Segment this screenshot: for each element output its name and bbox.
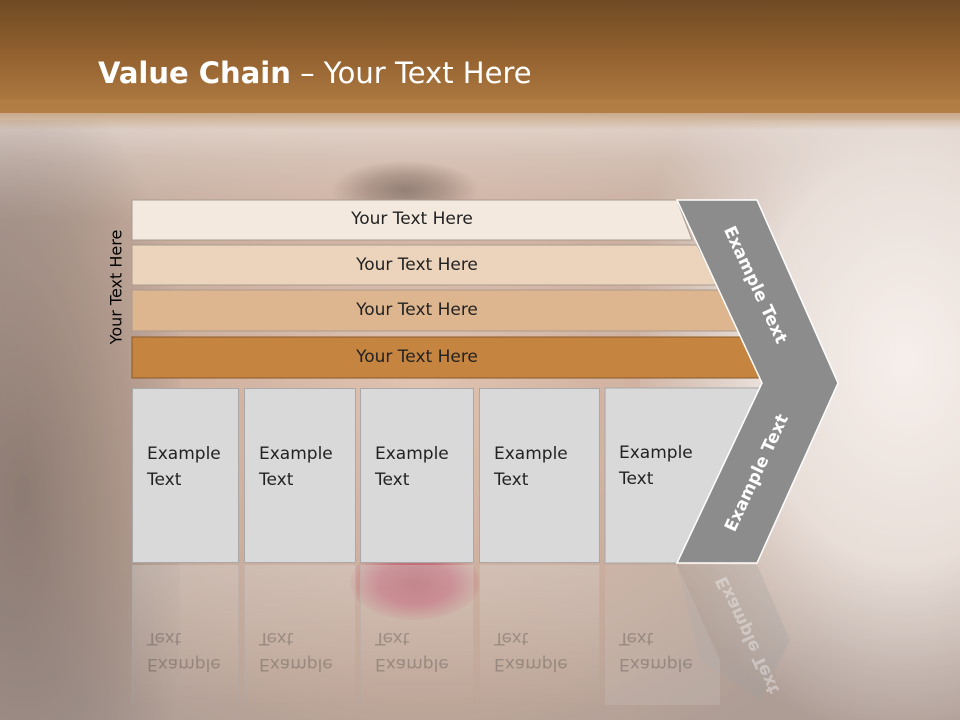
bar-3-label: Your Text Here (356, 300, 478, 320)
bar-shape-1 (131, 199, 693, 241)
cell-1-line1: Example (147, 444, 221, 464)
bar-1[interactable]: Your Text Here (132, 200, 692, 238)
cell-5-line1: Example (619, 443, 693, 463)
cell-3-line2: Text (375, 470, 410, 490)
bar-2-label: Your Text Here (356, 255, 478, 275)
cell-reflection-5 (605, 565, 720, 705)
slide-title[interactable]: Value Chain – Your Text Here (98, 56, 532, 90)
cell-2-line2: Text (259, 470, 294, 490)
cell-3-line1: Example (375, 444, 449, 464)
chevron-reflection (677, 565, 790, 700)
bar-2[interactable]: Your Text Here (132, 246, 702, 284)
slide-title-bold: Value Chain (98, 56, 291, 90)
cell-1[interactable]: Example Text (132, 388, 239, 563)
title-banner (0, 0, 960, 130)
bar-4-label: Your Text Here (356, 347, 478, 367)
chevron-arrow (675, 199, 839, 564)
cell-2-line1: Example (259, 444, 333, 464)
cell-4-line1: Example (494, 444, 568, 464)
bar-4[interactable]: Your Text Here (132, 338, 702, 376)
cell-5[interactable]: Example Text (605, 388, 715, 563)
cell-1-line2: Text (147, 470, 182, 490)
slide-title-rest: – Your Text Here (290, 56, 532, 90)
cell-4[interactable]: Example Text (479, 388, 600, 563)
cell-3[interactable]: Example Text (360, 388, 474, 563)
cell-4-line2: Text (494, 470, 529, 490)
cell-2[interactable]: Example Text (244, 388, 356, 563)
bar-1-label: Your Text Here (351, 209, 473, 229)
title-banner-fade (0, 100, 960, 130)
bar-3[interactable]: Your Text Here (132, 291, 702, 329)
cell-5-line2: Text (619, 469, 654, 489)
